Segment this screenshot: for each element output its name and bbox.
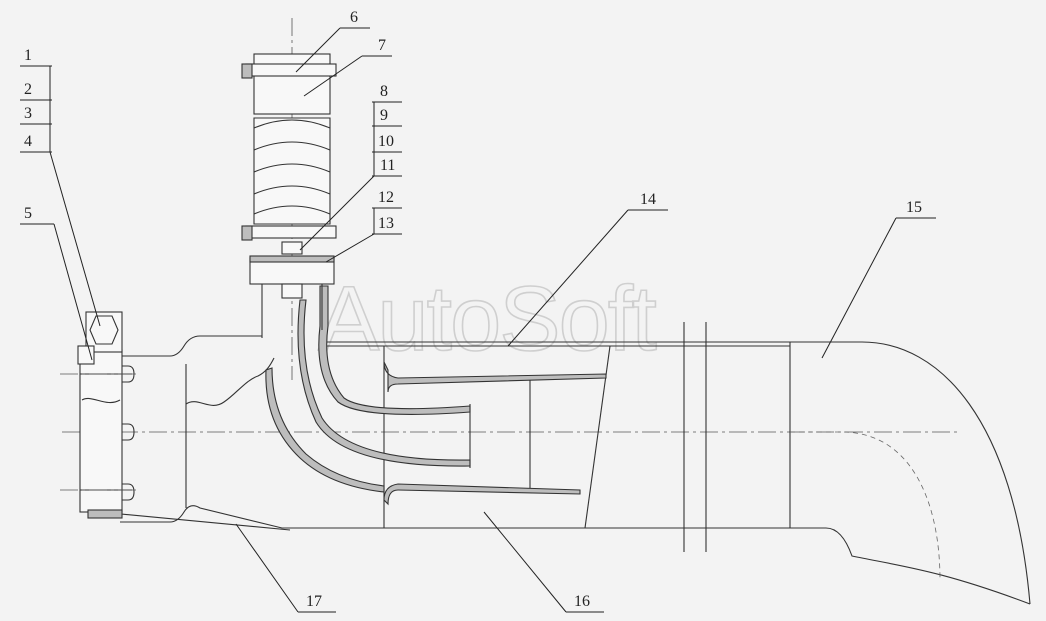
label-5: 5 [24, 205, 32, 222]
part-labels: 1 2 3 4 5 6 7 8 9 10 11 12 13 14 15 16 1… [24, 9, 922, 610]
label-16: 16 [574, 593, 590, 610]
label-11: 11 [380, 157, 395, 174]
label-10: 10 [378, 133, 394, 150]
label-2: 2 [24, 81, 32, 98]
muffler-body [99, 322, 791, 552]
label-6: 6 [350, 9, 358, 26]
inlet-clamp [60, 311, 140, 519]
tailpipe-elbow [790, 341, 1031, 605]
label-13: 13 [378, 215, 394, 232]
label-9: 9 [380, 107, 388, 124]
leader-lines [20, 27, 936, 613]
label-14: 14 [640, 191, 656, 208]
label-1: 1 [24, 47, 32, 64]
watermark-text: AutoSoft [318, 268, 656, 370]
label-4: 4 [24, 133, 32, 150]
label-3: 3 [24, 105, 32, 122]
label-8: 8 [380, 83, 388, 100]
label-7: 7 [378, 37, 386, 54]
label-17: 17 [306, 593, 322, 610]
vertical-flex-connector [241, 18, 337, 380]
curved-inlet-pipe [265, 285, 471, 493]
label-12: 12 [378, 189, 394, 206]
label-15: 15 [906, 199, 922, 216]
